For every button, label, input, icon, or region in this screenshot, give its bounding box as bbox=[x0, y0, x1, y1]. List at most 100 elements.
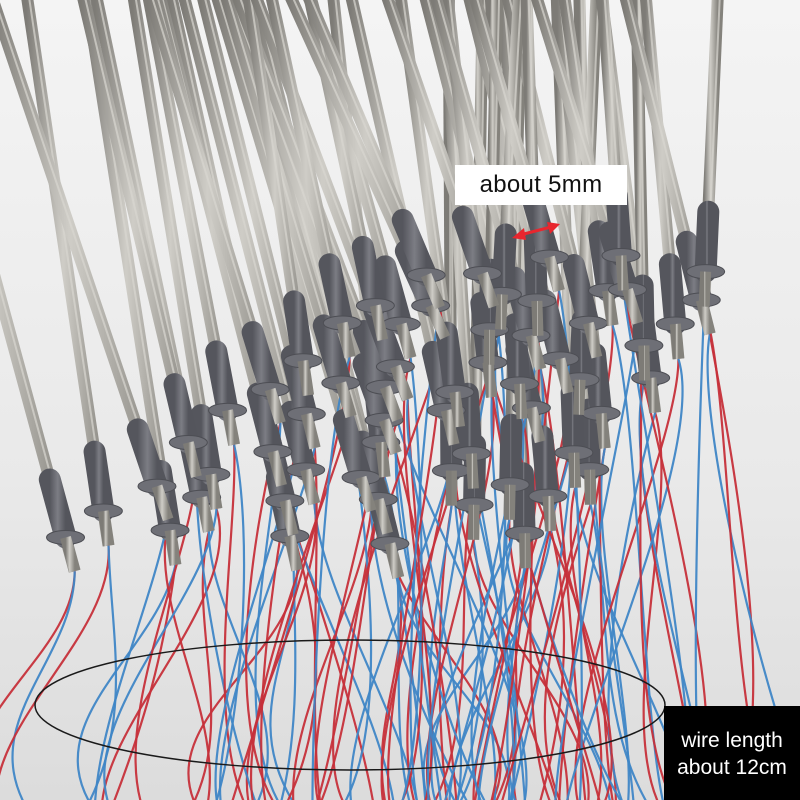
probe-tip bbox=[395, 322, 416, 360]
silicone-sleeve bbox=[577, 398, 601, 481]
probe-tip bbox=[284, 534, 303, 572]
silicone-sleeve bbox=[421, 340, 458, 422]
probe-tip bbox=[297, 359, 314, 397]
silicone-sleeve bbox=[658, 253, 687, 335]
wire-length-line1: wire length bbox=[681, 729, 783, 752]
probe-tip bbox=[526, 406, 546, 444]
probe-tip bbox=[583, 321, 603, 359]
silicone-sleeve bbox=[126, 418, 168, 498]
red-wire bbox=[0, 571, 76, 710]
red-wire bbox=[558, 448, 606, 800]
silicone-sleeve bbox=[694, 200, 720, 283]
wire-length-line2: about 12cm bbox=[677, 756, 787, 779]
silicone-sleeve bbox=[352, 320, 397, 399]
probe-tip bbox=[568, 452, 581, 488]
silicone-sleeve bbox=[435, 321, 466, 404]
red-wire bbox=[474, 418, 530, 800]
silicone-sleeve bbox=[587, 220, 619, 302]
silicone-sleeve bbox=[351, 235, 387, 317]
probe-tip bbox=[196, 496, 215, 533]
red-wire bbox=[101, 508, 222, 800]
probe-tip bbox=[494, 294, 508, 330]
blue-wire bbox=[76, 564, 177, 800]
probe-tip bbox=[205, 473, 222, 510]
probe-tip bbox=[379, 385, 403, 422]
silicone-sleeve bbox=[83, 440, 115, 523]
probe-tip bbox=[622, 288, 644, 325]
silicone-sleeve bbox=[499, 413, 523, 496]
red-wire bbox=[134, 476, 198, 800]
probe-tip bbox=[477, 271, 500, 309]
silicone-sleeve bbox=[163, 373, 200, 454]
probe-tip bbox=[182, 441, 202, 478]
silicone-sleeve bbox=[560, 381, 585, 464]
blue-wire bbox=[490, 397, 526, 800]
blue-wire bbox=[11, 571, 76, 800]
blue-wire bbox=[88, 545, 118, 800]
probe-tip bbox=[369, 304, 389, 341]
probe-tip bbox=[378, 418, 402, 455]
silicone-sleeve bbox=[562, 254, 600, 335]
silicone-sleeve bbox=[531, 425, 559, 508]
red-wire bbox=[569, 487, 603, 800]
blue-wire bbox=[195, 476, 256, 800]
silicone-sleeve bbox=[534, 289, 571, 370]
red-wire bbox=[501, 325, 614, 800]
probe-tip bbox=[222, 409, 240, 446]
probe-tip bbox=[602, 289, 619, 327]
probe-tip bbox=[525, 333, 546, 371]
red-wire bbox=[0, 545, 110, 777]
blue-wire bbox=[455, 539, 484, 800]
probe-tip bbox=[440, 409, 460, 446]
silicone-sleeve bbox=[318, 253, 354, 334]
silicone-sleeve bbox=[605, 184, 632, 267]
silicone-sleeve bbox=[283, 290, 314, 372]
blue-wire bbox=[311, 356, 351, 800]
silicone-sleeve bbox=[451, 205, 494, 285]
probe-tip bbox=[573, 379, 586, 415]
red-wire bbox=[487, 364, 613, 800]
probe-tip bbox=[449, 391, 466, 428]
probe-tip bbox=[355, 475, 377, 513]
probe-tip bbox=[519, 533, 532, 569]
probe-tip bbox=[531, 300, 544, 337]
blue-wire bbox=[349, 444, 456, 800]
blue-wire bbox=[219, 447, 316, 800]
silicone-sleeve bbox=[631, 274, 655, 357]
probe-tip bbox=[425, 303, 451, 340]
blue-wire bbox=[459, 306, 507, 800]
lead-wires bbox=[0, 290, 800, 800]
red-wire bbox=[223, 444, 245, 800]
probe-tip bbox=[554, 357, 574, 395]
probe-tip bbox=[97, 510, 114, 547]
silicone-sleeve bbox=[312, 314, 352, 394]
silicone-sleeve bbox=[523, 229, 548, 312]
dimension-arrow-icon bbox=[512, 222, 560, 240]
probe-tip bbox=[267, 450, 287, 487]
probe-tip bbox=[698, 271, 712, 307]
probe-tip bbox=[514, 383, 528, 420]
probe-tip bbox=[645, 377, 661, 414]
blue-wire bbox=[103, 508, 218, 800]
probe-tip bbox=[60, 535, 81, 573]
silicone-sleeve bbox=[279, 400, 317, 481]
probe-tip bbox=[615, 255, 629, 291]
silicone-sleeve bbox=[391, 208, 438, 287]
probe-tip bbox=[595, 412, 611, 449]
probe-tip bbox=[503, 484, 516, 520]
probe-tip bbox=[584, 469, 597, 505]
silicone-sleeve bbox=[38, 468, 77, 549]
silicone-sleeve bbox=[456, 382, 483, 465]
silicone-sleeve bbox=[491, 223, 517, 306]
silicone-sleeve bbox=[205, 340, 239, 422]
red-wire bbox=[163, 519, 211, 800]
blue-wire bbox=[566, 358, 684, 800]
probe-tip bbox=[151, 484, 174, 522]
blue-wire bbox=[607, 412, 657, 800]
probe-tip bbox=[390, 364, 413, 402]
red-wire bbox=[402, 357, 433, 800]
blue-wire bbox=[280, 534, 297, 800]
probe-tip bbox=[638, 345, 651, 381]
silicone-sleeve bbox=[241, 321, 282, 401]
